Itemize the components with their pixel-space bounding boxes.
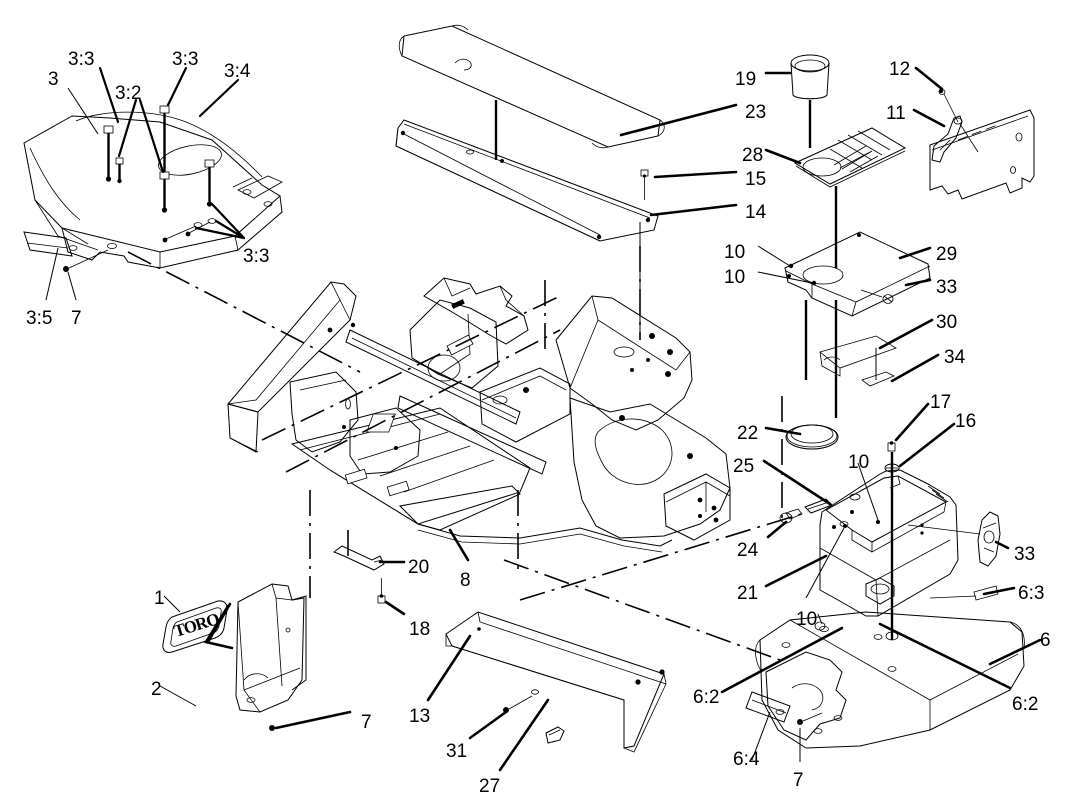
callout-31: 31 — [446, 741, 468, 762]
callout-10-a: 10 — [724, 242, 746, 263]
callout-1: 1 — [154, 588, 165, 609]
callout-3-2: 3:2 — [115, 83, 142, 104]
fastener-group-hood — [63, 105, 253, 272]
callout-15: 15 — [745, 169, 767, 190]
left-side-cover-art: TORO — [159, 583, 352, 731]
callout-10-d: 10 — [796, 609, 818, 630]
console-body-art — [764, 462, 959, 617]
callout-27: 27 — [479, 776, 501, 797]
callout-6-2-b: 6:2 — [1012, 694, 1039, 715]
mat-grid-art — [764, 127, 907, 188]
assembly-centerlines — [127, 246, 809, 661]
bracket-30-34-art — [819, 335, 897, 387]
svg-text:TORO: TORO — [172, 609, 222, 641]
callout-6-3: 6:3 — [1018, 583, 1045, 604]
callout-10-c: 10 — [848, 452, 870, 473]
callout-3: 3 — [48, 69, 59, 90]
callout-23: 23 — [745, 102, 767, 123]
callout-13: 13 — [409, 706, 431, 727]
callout-17: 17 — [930, 392, 952, 413]
fastener-16-17-art — [884, 402, 956, 641]
callout-34: 34 — [944, 347, 966, 368]
latch-33-art — [907, 511, 1010, 567]
main-chassis-frame-art — [227, 277, 731, 616]
callout-28: 28 — [742, 145, 764, 166]
callout-21: 21 — [737, 583, 759, 604]
lower-shield-panel-art — [426, 611, 667, 772]
callout-12: 12 — [889, 59, 911, 80]
callout-18: 18 — [409, 619, 431, 640]
callout-30: 30 — [936, 312, 958, 333]
ring-22-art — [764, 424, 839, 450]
callout-16: 16 — [955, 411, 977, 432]
callout-25: 25 — [733, 456, 755, 477]
cup-holder-art — [764, 54, 830, 100]
assembly-alignment-rods — [804, 100, 838, 418]
spacer-24-25-art — [762, 396, 833, 539]
callout-22: 22 — [737, 423, 759, 444]
callout-33-b: 33 — [1014, 544, 1036, 565]
callout-6: 6 — [1040, 630, 1051, 651]
callout-20: 20 — [408, 557, 430, 578]
right-bracket-panel-art — [912, 66, 1035, 200]
console-top-cover-art — [757, 231, 940, 383]
callout-29: 29 — [936, 244, 958, 265]
callout-6-4: 6:4 — [733, 749, 760, 770]
callout-19: 19 — [735, 69, 757, 90]
callout-8: 8 — [460, 570, 471, 591]
callout-3-3-c: 3:3 — [243, 246, 270, 267]
callout-11: 11 — [886, 103, 906, 124]
hood-assembly-art — [23, 66, 283, 301]
callout-2: 2 — [151, 679, 162, 700]
callout-3-3-a: 3:3 — [68, 49, 95, 70]
right-fender-art — [720, 585, 1042, 762]
callout-10-b: 10 — [724, 267, 746, 288]
upper-floor-panels-art — [395, 24, 738, 340]
callout-3-4: 3:4 — [224, 61, 251, 82]
callout-7-a: 7 — [71, 308, 82, 329]
callout-3-5: 3:5 — [26, 308, 53, 329]
callout-7-c: 7 — [361, 712, 372, 733]
callout-24: 24 — [737, 540, 759, 561]
callout-33-a: 33 — [936, 277, 958, 298]
callout-14: 14 — [745, 202, 767, 223]
callout-7-b: 7 — [793, 770, 804, 791]
callout-3-3-b: 3:3 — [172, 49, 199, 70]
callout-6-2-a: 6:2 — [693, 687, 720, 708]
